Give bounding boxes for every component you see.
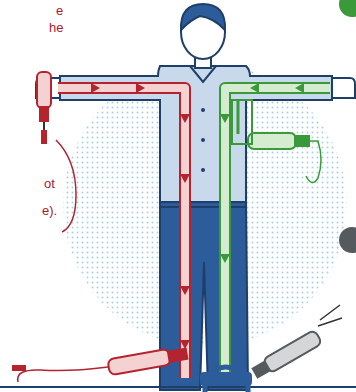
hand xyxy=(332,78,355,98)
green-probe xyxy=(294,135,310,147)
grey-probe xyxy=(251,360,271,378)
probe-cord xyxy=(306,141,321,183)
grey-probe xyxy=(250,330,322,381)
flow-arrow xyxy=(220,114,230,123)
cropped-text: e xyxy=(56,3,63,18)
flow-arrow xyxy=(250,83,259,93)
current-path xyxy=(225,88,330,380)
step-circle xyxy=(339,227,356,253)
probe-plug xyxy=(41,130,47,144)
current-path xyxy=(58,88,185,378)
current-path xyxy=(58,88,185,378)
head xyxy=(181,5,225,59)
probe-cord xyxy=(18,367,108,382)
flow-arrow xyxy=(180,174,190,183)
red-probe xyxy=(167,348,189,363)
flow-arrow xyxy=(220,254,230,263)
current-path xyxy=(225,88,330,380)
hair xyxy=(181,4,225,30)
probe-cord xyxy=(56,140,76,232)
probe-tip xyxy=(237,100,240,134)
cropped-text: he xyxy=(49,20,63,35)
pants xyxy=(160,200,248,390)
button xyxy=(201,108,205,112)
cropped-text: e). xyxy=(42,203,57,218)
flow-arrow xyxy=(180,114,190,123)
green-probe xyxy=(248,133,296,149)
grey-probe xyxy=(262,330,322,374)
red-probe xyxy=(39,106,49,122)
cropped-text: ot xyxy=(44,176,55,191)
red-probe xyxy=(37,72,51,108)
flow-arrow xyxy=(91,83,100,93)
probe-tip xyxy=(232,100,252,144)
flow-arrow xyxy=(136,83,145,93)
flow-arrow xyxy=(295,83,304,93)
shoe xyxy=(200,372,252,386)
probe-plug xyxy=(12,365,26,371)
ground-line xyxy=(0,386,356,388)
red-probe xyxy=(107,349,171,376)
button xyxy=(201,168,205,172)
red-probe xyxy=(107,346,189,376)
belt-line xyxy=(160,206,246,208)
probe-cord xyxy=(318,305,342,326)
step-circle xyxy=(339,0,356,17)
button xyxy=(201,138,205,142)
flow-arrow xyxy=(180,286,190,295)
flow-arrow xyxy=(180,340,190,349)
